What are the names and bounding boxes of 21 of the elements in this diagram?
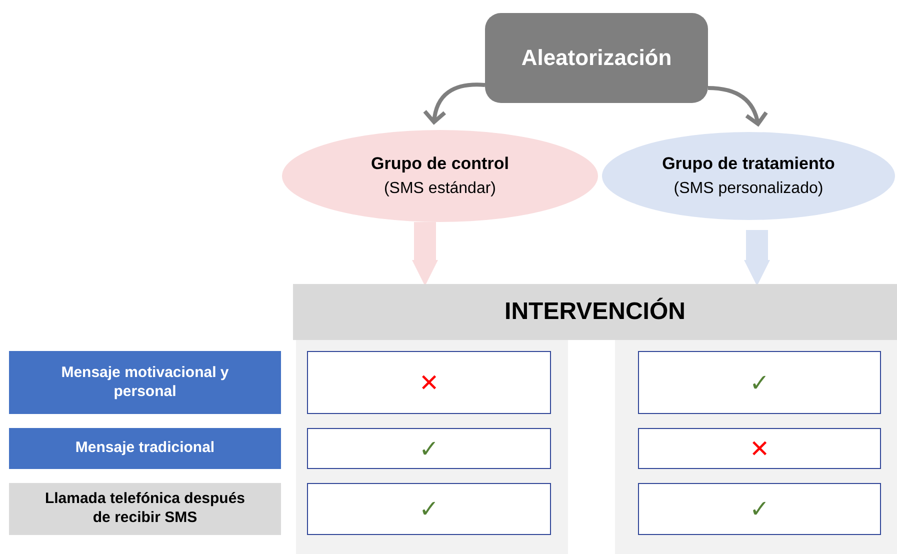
table-cell: ✓	[638, 351, 881, 414]
group-subtitle: (SMS personalizado)	[674, 178, 824, 199]
block-arrow	[412, 222, 438, 286]
table-cell: ✓	[307, 428, 551, 469]
process-box: Aleatorización	[485, 13, 708, 103]
curved-arrow	[708, 86, 768, 126]
row-label-box: Mensaje motivacional y personal	[9, 351, 281, 414]
table-cell: ✓	[638, 483, 881, 535]
group-title: Grupo de tratamiento	[662, 153, 835, 175]
table-cell: ✕	[307, 351, 551, 414]
block-arrow	[744, 230, 770, 286]
row-label-box: Mensaje tradicional	[9, 428, 281, 469]
group-title: Grupo de control	[371, 153, 509, 175]
group-subtitle: (SMS estándar)	[384, 178, 496, 199]
curved-arrow	[423, 82, 486, 124]
row-label-box: Llamada telefónica después de recibir SMS	[9, 483, 281, 535]
group-ellipse	[602, 132, 895, 220]
group-ellipse	[282, 130, 598, 222]
table-cell: ✓	[307, 483, 551, 535]
header-band: INTERVENCIÓN	[293, 284, 897, 340]
table-cell: ✕	[638, 428, 881, 469]
